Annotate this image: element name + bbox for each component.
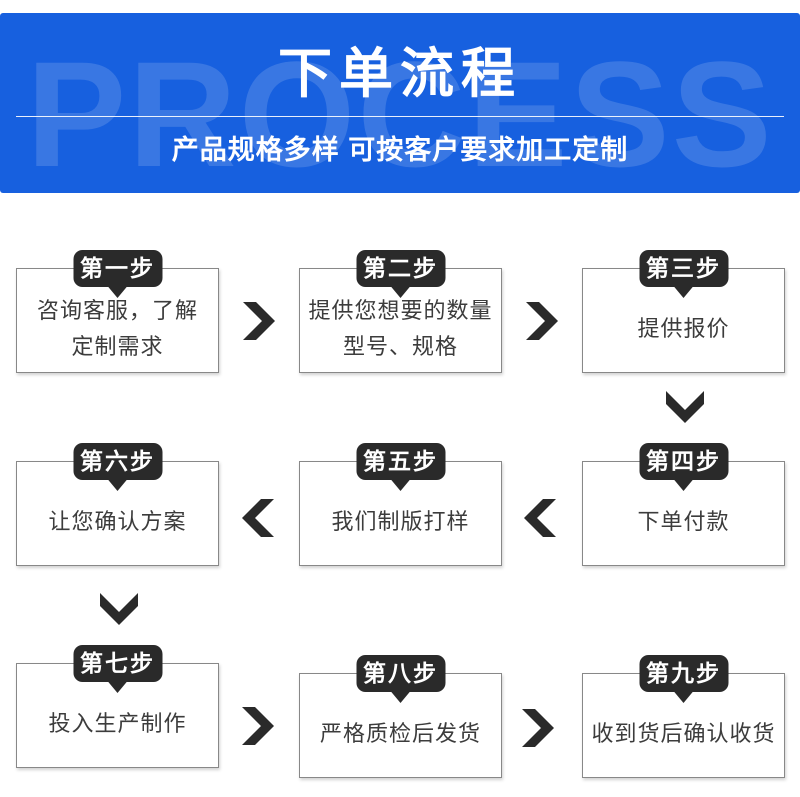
step-card-1: 第一步 咨询客服，了解 定制需求 [16, 250, 219, 373]
step-text: 投入生产制作 [48, 710, 187, 736]
step-text: 收到货后确认收货 [591, 720, 776, 746]
step-badge: 第六步 [73, 443, 162, 480]
step-badge: 第九步 [639, 655, 728, 692]
step-card-2: 第二步 提供您想要的数量 型号、规格 [299, 250, 502, 373]
step-card-6: 第六步 让您确认方案 [16, 443, 219, 566]
step-card-7: 第七步 投入生产制作 [16, 645, 219, 768]
step-text: 我们制版打样 [331, 508, 470, 534]
step-badge: 第五步 [356, 443, 445, 480]
page-title: 下单流程 [278, 44, 522, 104]
step-text: 下单付款 [637, 508, 730, 534]
arrow-left-icon [522, 499, 558, 537]
arrow-right-icon [241, 302, 277, 340]
header-divider-line [16, 116, 784, 118]
header-banner: PROCESS 下单流程 产品规格多样 可按客户要求加工定制 [0, 13, 800, 193]
arrow-right-icon [524, 302, 560, 340]
step-badge: 第三步 [639, 250, 728, 287]
step-text: 咨询客服，了解 定制需求 [36, 297, 198, 359]
step-card-8: 第八步 严格质检后发货 [299, 655, 502, 778]
arrow-down-icon [666, 389, 704, 425]
step-box: 提供您想要的数量 型号、规格 [299, 268, 502, 373]
step-badge: 第一步 [73, 250, 162, 287]
step-text: 让您确认方案 [48, 508, 187, 534]
process-watermark-text: PROCESS [26, 30, 774, 193]
step-badge: 第二步 [356, 250, 445, 287]
step-card-9: 第九步 收到货后确认收货 [582, 655, 785, 778]
step-text: 严格质检后发货 [319, 720, 481, 746]
step-card-3: 第三步 提供报价 [582, 250, 785, 373]
arrow-down-icon [100, 591, 138, 627]
step-text: 提供您想要的数量 型号、规格 [308, 297, 493, 359]
arrow-right-icon [520, 709, 556, 747]
step-badge: 第四步 [639, 443, 728, 480]
step-text: 提供报价 [637, 315, 730, 341]
page-subtitle: 产品规格多样 可按客户要求加工定制 [171, 135, 629, 166]
step-card-5: 第五步 我们制版打样 [299, 443, 502, 566]
arrow-right-icon [240, 707, 276, 745]
arrow-left-icon [240, 499, 276, 537]
step-badge: 第七步 [73, 645, 162, 682]
step-badge: 第八步 [356, 655, 445, 692]
step-card-4: 第四步 下单付款 [582, 443, 785, 566]
